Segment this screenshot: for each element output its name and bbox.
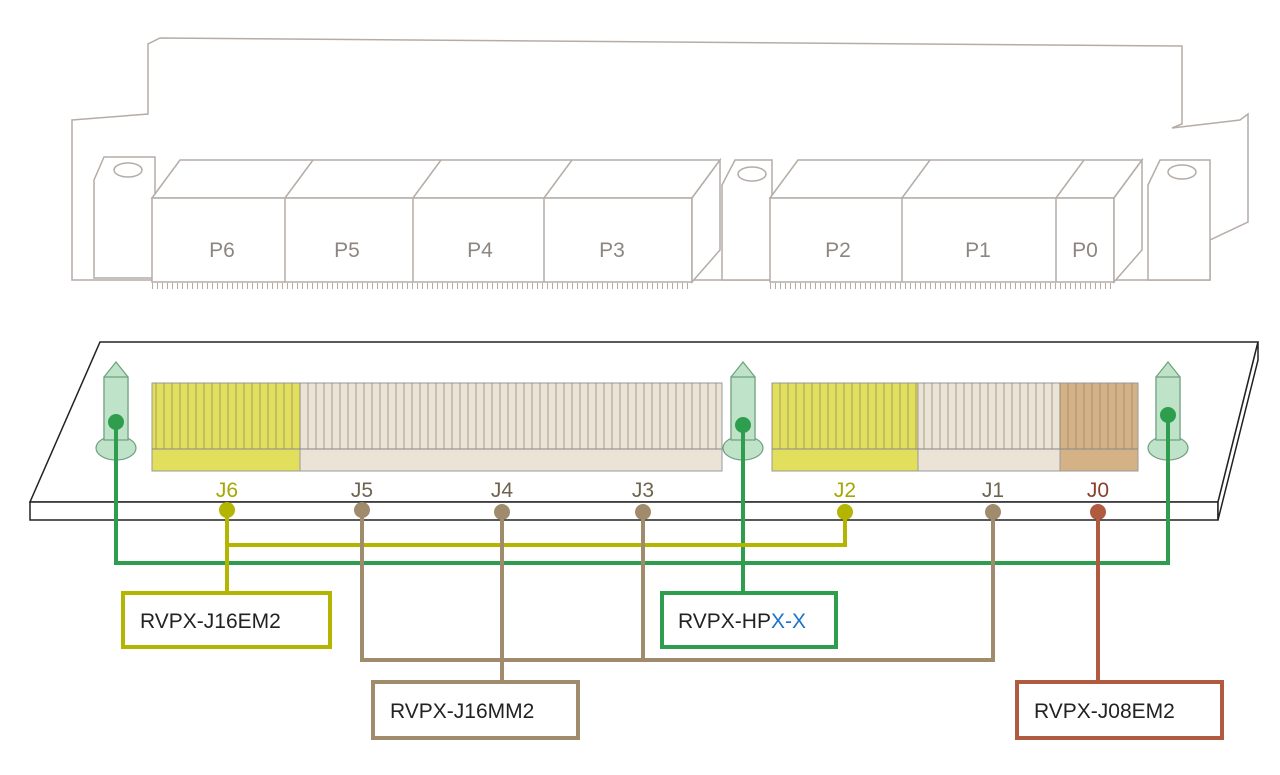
backplane-connector: P6 P5 P4 P3 P2 P1 P0	[71, 37, 1249, 289]
module-label-p5: P5	[334, 239, 360, 262]
connector-label-j2: J2	[834, 479, 856, 502]
module-label-p2: P2	[825, 239, 851, 262]
connector-label-j3: J3	[632, 479, 654, 502]
part-box-beige: RVPX-J16MM2	[371, 680, 580, 740]
connection-dots	[108, 407, 1176, 520]
part-box-red: RVPX-J08EM2	[1015, 680, 1224, 740]
part-prefix: RVPX-HP	[678, 610, 771, 633]
module-label-p6: P6	[209, 239, 235, 262]
svg-text:RVPX-J16MM2: RVPX-J16MM2	[390, 700, 534, 723]
module-label-p1: P1	[965, 239, 991, 262]
connector-label-j6: J6	[216, 479, 238, 502]
part-suffix: X-X	[771, 610, 806, 633]
part-box-yellow: RVPX-J16EM2	[121, 591, 332, 649]
svg-text:RVPX-J08EM2: RVPX-J08EM2	[1034, 700, 1175, 723]
part-box-green: RVPX-HPX-X	[660, 591, 838, 649]
connection-lines	[114, 422, 1170, 682]
module-label-p3: P3	[599, 239, 625, 262]
module-label-p4: P4	[467, 239, 493, 262]
connector-label-j1: J1	[982, 479, 1004, 502]
connector-label-j5: J5	[351, 479, 373, 502]
guide-block-right	[1147, 159, 1211, 281]
connector-label-j0: J0	[1087, 479, 1109, 502]
module-label-p0: P0	[1072, 239, 1098, 262]
board-connectors	[151, 382, 1139, 472]
svg-text:RVPX-J16EM2: RVPX-J16EM2	[140, 610, 281, 633]
svg-text:RVPX-HPX-X: RVPX-HPX-X	[678, 610, 806, 633]
connector-label-j4: J4	[491, 479, 514, 502]
